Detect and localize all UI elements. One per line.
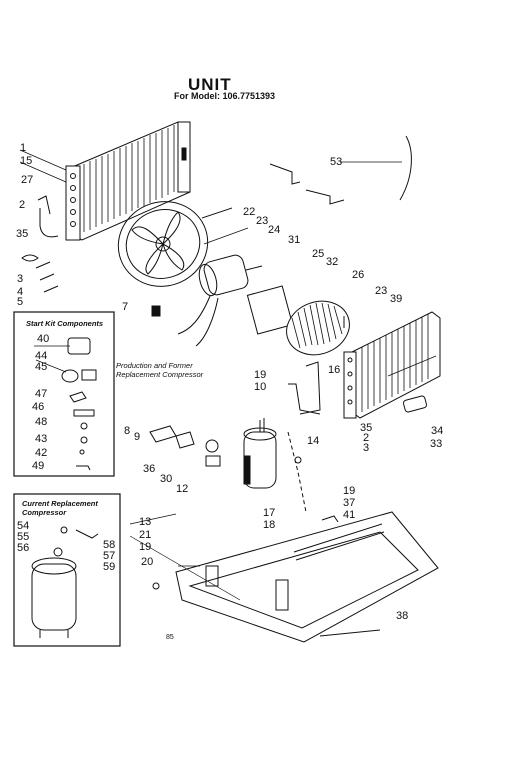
fan-motor <box>177 254 263 347</box>
part-label: 3 <box>17 273 24 285</box>
part-label: 32 <box>326 256 339 268</box>
current-compressor-box <box>13 493 121 647</box>
part-label: 14 <box>307 435 320 447</box>
part-label: 3 <box>363 442 370 454</box>
compressor-production <box>243 418 277 489</box>
part-label: 12 <box>176 483 189 495</box>
part-label: 48 <box>35 416 48 428</box>
part-label: 24 <box>268 224 281 236</box>
part-label: 16 <box>328 364 341 376</box>
part-label: 49 <box>32 460 45 472</box>
part-label: 23 <box>375 285 388 297</box>
part-label: 55 <box>17 531 30 543</box>
part-label: 58 <box>103 539 116 551</box>
part-label: 10 <box>254 381 267 393</box>
part-label: 8 <box>124 425 131 437</box>
bracket-22a <box>269 163 301 185</box>
part-label: 13 <box>139 516 152 528</box>
base-pan <box>175 511 439 643</box>
model-number: For Model: 106.7751393 <box>174 91 276 101</box>
pointer-lines <box>19 149 437 601</box>
part-label: 54 <box>17 520 30 532</box>
part-label: 2 <box>363 432 370 444</box>
thermostat-bulb-53 <box>399 135 412 201</box>
current-caption: Current Replacement Compressor <box>22 499 98 517</box>
tubing-16 <box>299 361 321 415</box>
part-label: 19 <box>139 541 152 553</box>
diagram-title: UNIT <box>188 75 232 94</box>
part-label: 38 <box>396 610 409 622</box>
production-caption: Production and Former Replacement Compre… <box>116 361 204 379</box>
bracket-22b <box>305 189 345 205</box>
tubing-10 <box>288 383 321 415</box>
part-label: 59 <box>103 561 116 573</box>
part-label: 56 <box>17 542 30 554</box>
part-label: 26 <box>352 269 365 281</box>
part-label: 47 <box>35 388 48 400</box>
part-label: 34 <box>431 425 444 437</box>
screws-3-4-5 <box>35 261 59 293</box>
part-label: 19 <box>254 369 267 381</box>
part-label: 46 <box>32 401 45 413</box>
start-kit-box <box>13 311 115 477</box>
part-label: 20 <box>141 556 154 568</box>
part-label: 15 <box>20 155 33 167</box>
compressor-current <box>31 526 99 638</box>
part-label: 31 <box>288 234 301 246</box>
part-label: 45 <box>35 361 48 373</box>
part-label: 25 <box>312 248 325 260</box>
part-label: 7 <box>122 301 129 313</box>
overload-parts <box>149 425 302 467</box>
part-label: 41 <box>343 509 356 521</box>
part-label: 23 <box>256 215 269 227</box>
fan-shroud <box>117 201 209 287</box>
part-label: 2 <box>19 199 26 211</box>
part-label: 57 <box>103 550 116 562</box>
screw-19 <box>152 582 160 590</box>
part-label: 36 <box>143 463 156 475</box>
page-number: 85 <box>166 634 174 641</box>
part-label: 40 <box>37 333 50 345</box>
bracket-25 <box>246 285 294 335</box>
part-label: 21 <box>139 529 152 541</box>
part-label: 33 <box>430 438 443 450</box>
start-kit-caption: Start Kit Components <box>26 319 104 328</box>
part-label: 5 <box>17 296 24 308</box>
bracket-37 <box>321 515 339 523</box>
part-label: 39 <box>390 293 403 305</box>
part-label: 30 <box>160 473 173 485</box>
wiring-dashed <box>287 431 307 513</box>
start-kit-parts <box>61 337 97 471</box>
part-label: 22 <box>243 206 256 218</box>
part-label: 35 <box>16 228 29 240</box>
drain-tube <box>39 208 59 238</box>
part-label: 9 <box>134 431 141 443</box>
part-label: 35 <box>360 422 373 434</box>
part-label: 1 <box>20 142 27 154</box>
part-label: 42 <box>35 447 48 459</box>
bracket-27 <box>37 195 51 215</box>
evaporator-coil-right <box>343 311 441 419</box>
part-label: 37 <box>343 497 356 509</box>
part-label: 27 <box>21 174 34 186</box>
mount-block-7 <box>151 305 161 317</box>
part-label: 4 <box>17 286 24 298</box>
part-label: 17 <box>263 507 276 519</box>
part-label: 43 <box>35 433 48 445</box>
part-label: 19 <box>343 485 356 497</box>
hose-clamp <box>21 254 39 262</box>
grommet-34 <box>402 395 428 413</box>
condenser-coil-left <box>65 121 191 241</box>
part-label: 44 <box>35 350 48 362</box>
part-label: 18 <box>263 519 276 531</box>
blower-wheel <box>286 300 350 356</box>
part-label: 53 <box>330 156 343 168</box>
